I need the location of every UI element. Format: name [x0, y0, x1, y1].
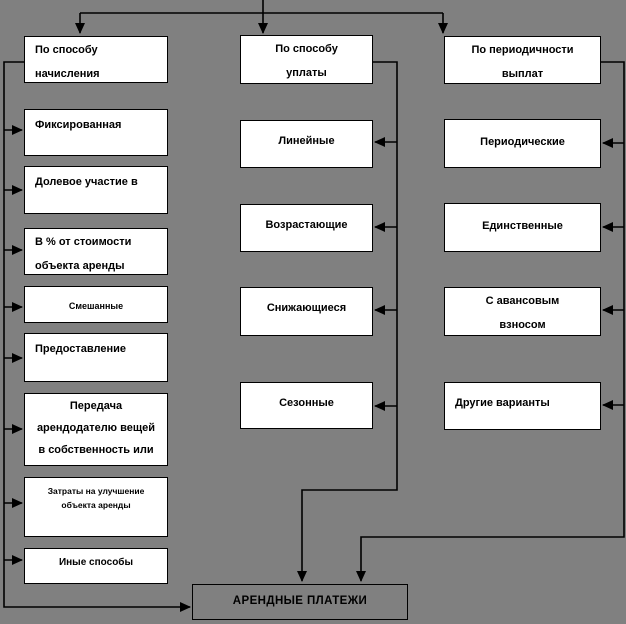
- item-decreasing: Снижающиеся: [240, 287, 373, 336]
- item-increasing: Возрастающие: [240, 204, 373, 252]
- item-periodic: Периодические: [444, 119, 601, 168]
- item-mixed: Смешанные: [24, 286, 168, 323]
- item-advance-payment: С авансовым взносом: [444, 287, 601, 336]
- item-other-methods: Иные способы: [24, 548, 168, 584]
- item-improvement-costs: Затраты на улучшение объекта аренды: [24, 477, 168, 537]
- item-other-variants: Другие варианты: [444, 382, 601, 430]
- item-percent-of-object-value: В % от стоимости объекта аренды: [24, 228, 168, 275]
- header-accrual-method: По способу начисления: [24, 36, 168, 83]
- item-single: Единственные: [444, 203, 601, 252]
- item-seasonal: Сезонные: [240, 382, 373, 429]
- footer-rental-payments: АРЕНДНЫЕ ПЛАТЕЖИ: [192, 584, 408, 620]
- item-share-participation: Долевое участие в: [24, 166, 168, 214]
- item-fixed: Фиксированная: [24, 109, 168, 156]
- item-provision: Предоставление: [24, 333, 168, 382]
- header-payment-method: По способу уплаты: [240, 35, 373, 84]
- header-payment-frequency: По периодичности выплат: [444, 36, 601, 84]
- item-transfer-to-lessor: Передача арендодателю вещей в собственно…: [24, 393, 168, 466]
- item-linear: Линейные: [240, 120, 373, 168]
